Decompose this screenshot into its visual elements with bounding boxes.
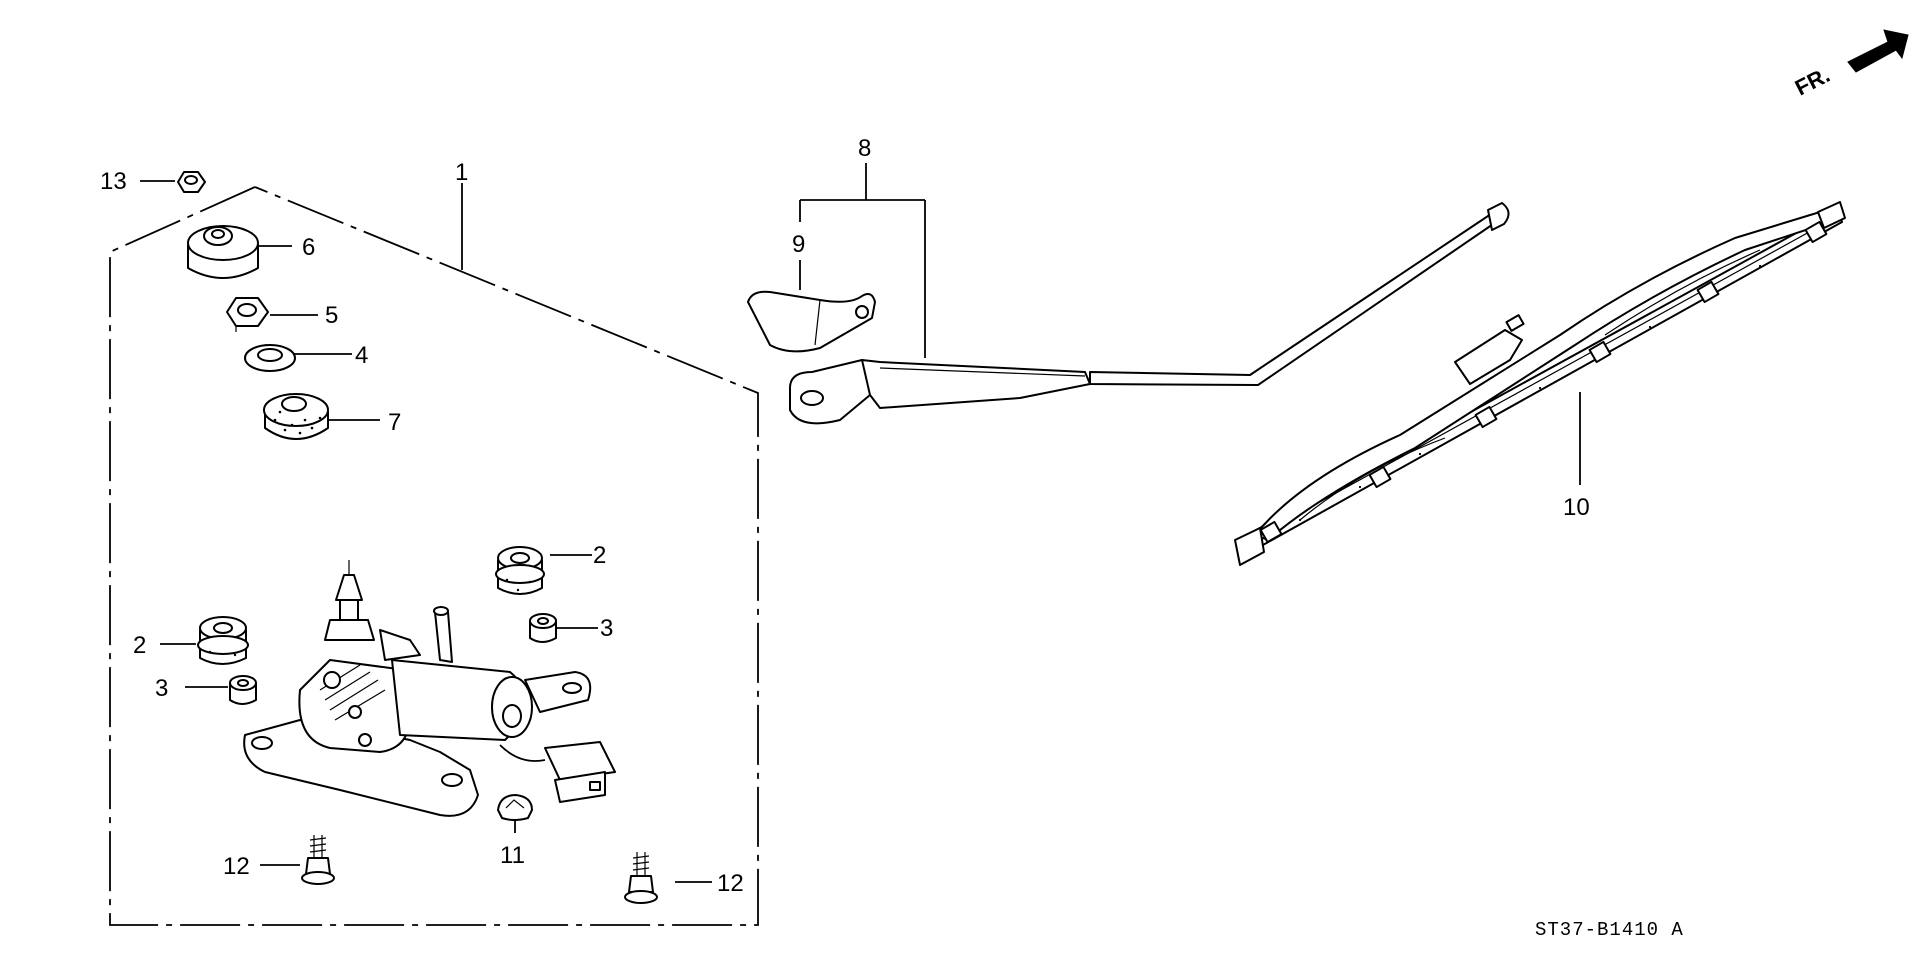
- callout-2-upper: 2: [593, 542, 606, 569]
- wiper-blade-10: [1234, 201, 1846, 566]
- washer-4: [244, 344, 296, 372]
- wiper-motor: [243, 560, 616, 817]
- wiper-arm-8: [789, 202, 1510, 425]
- callout-1: 1: [455, 159, 468, 186]
- flange-bolt-12-right: [624, 852, 658, 904]
- callout-2-left: 2: [133, 632, 146, 659]
- wire-clip-11: [497, 794, 533, 821]
- front-label: FR.: [1791, 62, 1834, 100]
- collar-3-left: [229, 675, 257, 705]
- callout-3-upper: 3: [600, 615, 613, 642]
- drawing-code: ST37-B1410 A: [1535, 919, 1684, 941]
- callout-7: 7: [388, 409, 401, 436]
- callout-4: 4: [355, 342, 368, 369]
- pivot-cap-6: [187, 225, 259, 279]
- front-direction-indicator: FR.: [1791, 29, 1909, 100]
- leader-lines: [140, 163, 1581, 883]
- callout-11: 11: [500, 842, 525, 869]
- front-arrow-icon: [1847, 29, 1909, 73]
- grommet-texture: [273, 410, 322, 435]
- callout-8: 8: [858, 135, 871, 162]
- callout-10: 10: [1563, 494, 1590, 521]
- callout-12-left: 12: [223, 853, 250, 880]
- rubber-bush-2-left: [197, 616, 249, 665]
- motor-assembly-group-frame: [109, 186, 759, 926]
- grommet-7: [263, 393, 329, 440]
- hex-nut-5: [226, 297, 269, 332]
- callout-numbers: 1 2 2 3 3 4 5 6 7 8 9 10 11 12 12 13: [100, 135, 1590, 897]
- callout-13: 13: [100, 168, 127, 195]
- rubber-bush-2-upper: [495, 546, 545, 595]
- callout-5: 5: [325, 302, 338, 329]
- flange-nut-13: [177, 171, 206, 193]
- callout-6: 6: [302, 234, 315, 261]
- blade-rubber-texture: [1298, 264, 1762, 522]
- collar-3-upper: [529, 613, 557, 643]
- arm-cap-9: [747, 290, 876, 353]
- callout-3-left: 3: [155, 675, 168, 702]
- callout-12-right: 12: [717, 870, 744, 897]
- callout-9: 9: [792, 231, 805, 258]
- flange-bolt-12-left: [301, 835, 335, 885]
